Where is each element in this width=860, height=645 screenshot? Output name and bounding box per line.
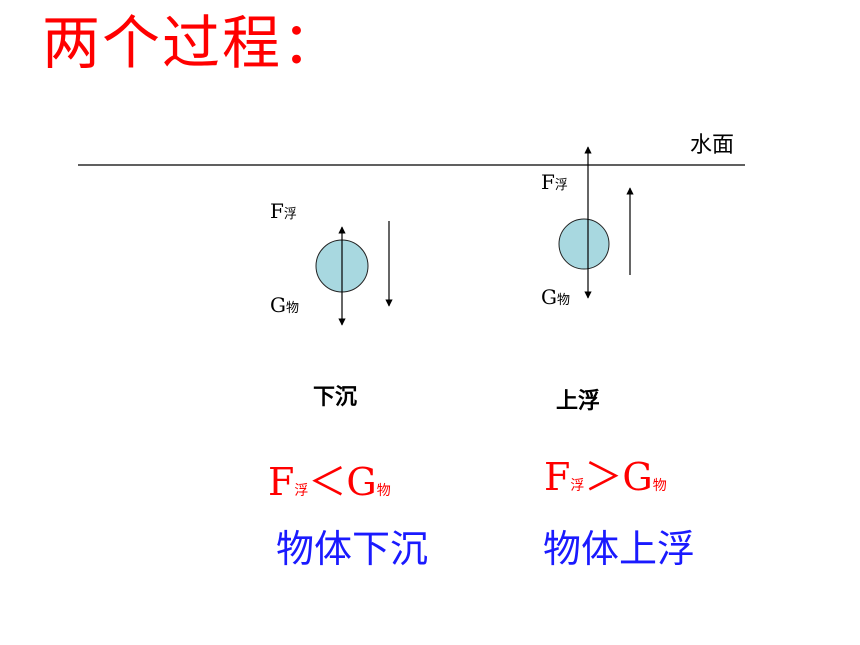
right-buoyancy-label: F浮 bbox=[541, 170, 568, 194]
right-object-ball bbox=[558, 218, 610, 270]
right-comparison: F浮＞G物 bbox=[544, 455, 667, 499]
slide-title: 两个过程： bbox=[42, 9, 343, 77]
left-buoyancy-label: F浮 bbox=[270, 199, 297, 223]
left-comparison: F浮＜G物 bbox=[268, 460, 391, 504]
right-gravity-label: G物 bbox=[541, 285, 570, 309]
left-conclusion: 物体下沉 bbox=[276, 527, 429, 571]
left-gravity-label: G物 bbox=[270, 293, 299, 317]
water-surface-label: 水面 bbox=[690, 133, 735, 158]
right-conclusion: 物体上浮 bbox=[543, 527, 696, 571]
left-caption: 下沉 bbox=[313, 385, 358, 410]
right-caption: 上浮 bbox=[556, 389, 601, 414]
